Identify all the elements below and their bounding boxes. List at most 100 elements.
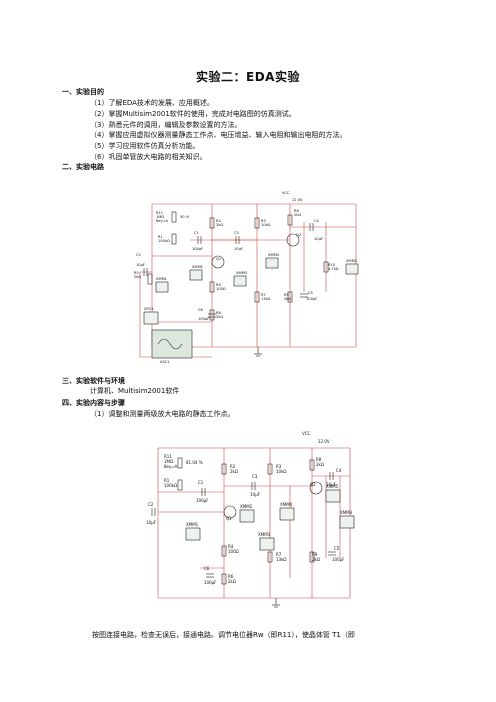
svg-text:100μF: 100μF (192, 247, 203, 251)
svg-text:10μF: 10μF (314, 237, 323, 241)
svg-text:C2: C2 (136, 253, 141, 257)
svg-text:R2: R2 (216, 219, 221, 223)
bottom-paragraph: 按图连接电路，检查无误后，接通电路。调节电位器Rw（即R11），使晶体管 T1（… (92, 631, 355, 639)
list-item: （1）了解EDA技术的发展、应用概述。 (90, 99, 214, 107)
svg-text:R5: R5 (134, 271, 139, 275)
svg-text:Key=A: Key=A (156, 219, 169, 223)
circuit-2-labels: VCC 12.0V R11 1MΩ Key=A 81.04 % R1 100kΩ… (146, 431, 353, 585)
svg-text:R6: R6 (216, 311, 221, 315)
svg-text:10μF: 10μF (136, 263, 145, 267)
svg-text:R9: R9 (284, 293, 289, 297)
svg-text:100μF: 100μF (332, 557, 345, 562)
svg-text:100Ω: 100Ω (216, 287, 226, 291)
list-item: （5）学习应用软件仿真分析功能。 (90, 142, 200, 151)
svg-text:10μF: 10μF (326, 482, 337, 487)
svg-text:R3: R3 (276, 464, 282, 469)
svg-text:XMM1: XMM1 (156, 277, 167, 281)
svg-text:XMM3: XMM3 (340, 510, 353, 515)
svg-text:100μF: 100μF (204, 580, 217, 585)
svg-text:100μF: 100μF (198, 317, 209, 321)
svg-text:XMM2: XMM2 (192, 265, 203, 269)
svg-text:XMM1: XMM1 (186, 522, 199, 527)
svg-text:81.04 %: 81.04 % (186, 460, 203, 465)
svg-text:2kΩ: 2kΩ (316, 462, 324, 467)
section-heading-circuit: 二、实验电路 (62, 163, 104, 171)
svg-text:R8: R8 (316, 457, 322, 462)
objectives-list: （1）了解EDA技术的发展、应用概述。 （2）掌握Multisim2001软件的… (90, 98, 346, 163)
svg-text:R6: R6 (228, 574, 234, 579)
svg-text:C1: C1 (198, 480, 204, 485)
svg-text:XMM2: XMM2 (240, 504, 253, 509)
software-text: 计算机、Multisim2001软件 (90, 387, 180, 395)
svg-text:XMM3: XMM3 (258, 532, 271, 537)
svg-text:2kΩ: 2kΩ (216, 315, 223, 319)
circuit-diagram-1: VCC 12.0V R11 1MΩ Key=A 50 % R1 100kΩ R2… (134, 191, 359, 364)
circuit-1-labels: VCC 12.0V R11 1MΩ Key=A 50 % R1 100kΩ R2… (134, 191, 357, 364)
svg-text:C3: C3 (234, 231, 239, 235)
svg-text:C6: C6 (198, 308, 204, 312)
vcc-label: VCC (282, 191, 290, 195)
svg-text:R11: R11 (164, 454, 172, 459)
svg-text:Q1: Q1 (226, 516, 232, 521)
svg-text:C4: C4 (336, 468, 342, 473)
svg-text:C2: C2 (148, 502, 154, 507)
svg-text:10kΩ: 10kΩ (261, 223, 271, 227)
svg-text:R2: R2 (230, 464, 236, 469)
svg-text:C4: C4 (314, 219, 320, 223)
svg-text:13kΩ: 13kΩ (276, 557, 286, 562)
svg-text:2kΩ: 2kΩ (134, 275, 141, 279)
svg-text:XMM4: XMM4 (280, 502, 293, 507)
svg-text:100Ω: 100Ω (228, 549, 239, 554)
svg-text:10μF: 10μF (234, 247, 243, 251)
list-item: （4）掌握应用虚拟仪器测量静态工作点、电压增益、输入电阻和输出电阻的方法。 (90, 131, 347, 140)
section-heading-software: 三、实验软件与环境 (62, 377, 125, 385)
svg-text:XSC1: XSC1 (160, 360, 170, 364)
svg-text:R1: R1 (158, 235, 163, 239)
step-1-text: （1）调整和测量两级放大电路的静态工作点。 (90, 410, 235, 418)
svg-text:2kΩ: 2kΩ (312, 557, 320, 562)
svg-text:2kΩ: 2kΩ (284, 297, 291, 301)
svg-text:10μF: 10μF (250, 492, 261, 497)
svg-text:13kΩ: 13kΩ (261, 297, 271, 301)
svg-text:100μF: 100μF (306, 297, 317, 301)
svg-text:100kΩ: 100kΩ (164, 483, 177, 488)
list-item: （6）巩固单管放大电路的相关知识。 (90, 152, 207, 161)
svg-text:1MΩ: 1MΩ (164, 459, 173, 464)
svg-text:2kΩ: 2kΩ (230, 469, 238, 474)
vcc-label: VCC (302, 431, 311, 436)
svg-text:R7: R7 (261, 293, 266, 297)
svg-text:C5: C5 (308, 291, 313, 295)
circuit-diagram-2: VCC 12.0V R11 1MΩ Key=A 81.04 % R1 100kΩ… (146, 431, 355, 608)
svg-text:10μF: 10μF (146, 520, 157, 525)
svg-text:100μF: 100μF (196, 498, 209, 503)
svg-text:2kΩ: 2kΩ (216, 223, 223, 227)
svg-text:2kΩ: 2kΩ (294, 213, 301, 217)
svg-text:R11: R11 (156, 211, 163, 215)
svg-text:R9: R9 (312, 552, 318, 557)
svg-text:Q2: Q2 (310, 482, 316, 487)
svg-text:R8: R8 (294, 209, 299, 213)
svg-text:4.7kΩ: 4.7kΩ (328, 267, 339, 271)
svg-text:1MΩ: 1MΩ (156, 215, 164, 219)
section-heading-steps: 四、实验内容与步骤 (62, 399, 125, 407)
svg-text:XMM2: XMM2 (346, 259, 357, 263)
svg-text:Q1: Q1 (216, 257, 221, 261)
vcc-value: 12.0V (318, 439, 330, 444)
svg-text:Q2: Q2 (296, 233, 301, 237)
svg-text:50 %: 50 % (180, 215, 190, 219)
svg-text:XFG1: XFG1 (144, 307, 154, 311)
svg-text:C3: C3 (252, 474, 258, 479)
svg-text:XMM5: XMM5 (326, 484, 339, 489)
list-item: （3）熟悉元件的调用，编辑及参数设置的方法。 (90, 120, 242, 129)
svg-text:R4: R4 (216, 283, 221, 287)
svg-text:R10: R10 (328, 263, 336, 267)
svg-text:R4: R4 (228, 544, 234, 549)
svg-text:C1: C1 (194, 231, 199, 235)
svg-text:R3: R3 (261, 219, 266, 223)
svg-text:XMM4: XMM4 (268, 253, 280, 257)
vcc-value: 12.0V (292, 198, 303, 202)
svg-text:C6: C6 (204, 566, 210, 571)
svg-text:R1: R1 (164, 478, 170, 483)
svg-text:2kΩ: 2kΩ (228, 579, 236, 584)
svg-text:R7: R7 (276, 552, 282, 557)
